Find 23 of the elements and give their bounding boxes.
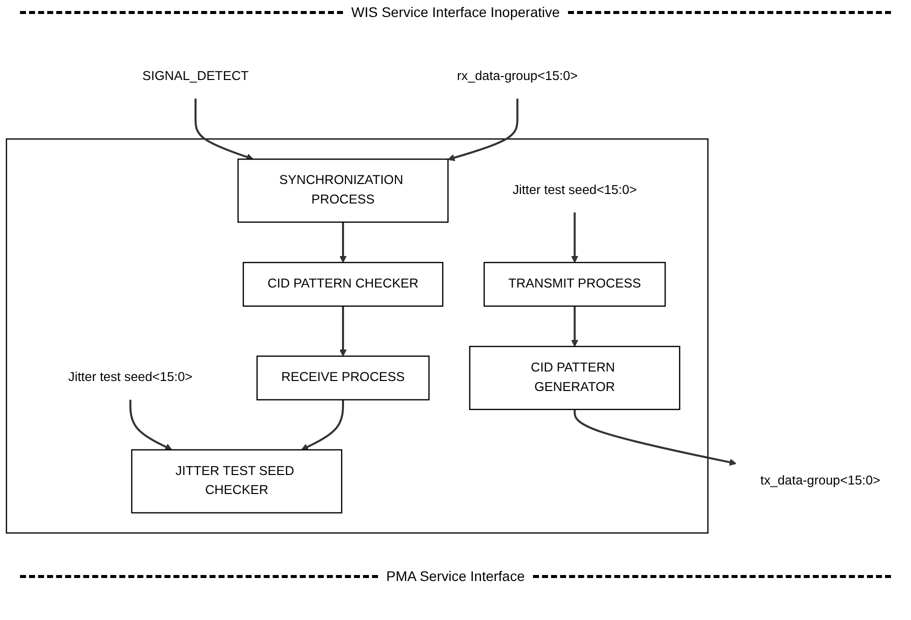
arrow (339, 306, 347, 356)
arrow (574, 409, 736, 466)
arrow (339, 222, 347, 263)
node-text: Jitter test seed<15:0> (68, 370, 192, 384)
interface-label: PMA Service Interface (386, 568, 525, 584)
arrow (301, 400, 344, 450)
node-text: tx_data-group<15:0> (760, 474, 880, 488)
node-box: SYNCHRONIZATION PROCESS (237, 158, 449, 223)
cluster (6, 138, 708, 534)
interface-label: WIS Service Interface Inoperative (351, 4, 560, 20)
arrow (571, 306, 578, 347)
arrow (194, 98, 254, 160)
arrow (571, 212, 578, 263)
node-box: TRANSMIT PROCESS (484, 262, 666, 307)
node-box: CID PATTERN GENERATOR (469, 346, 680, 410)
node-box: CID PATTERN CHECKER (242, 262, 444, 307)
node-box: JITTER TEST SEED CHECKER (131, 449, 342, 514)
node-text: SIGNAL_DETECT (142, 70, 249, 84)
node-box: RECEIVE PROCESS (256, 356, 430, 400)
arrow (129, 400, 172, 450)
node-text: Jitter test seed<15:0> (512, 183, 637, 198)
node-text: rx_data-group<15:0> (457, 70, 578, 84)
arrow (448, 98, 518, 162)
